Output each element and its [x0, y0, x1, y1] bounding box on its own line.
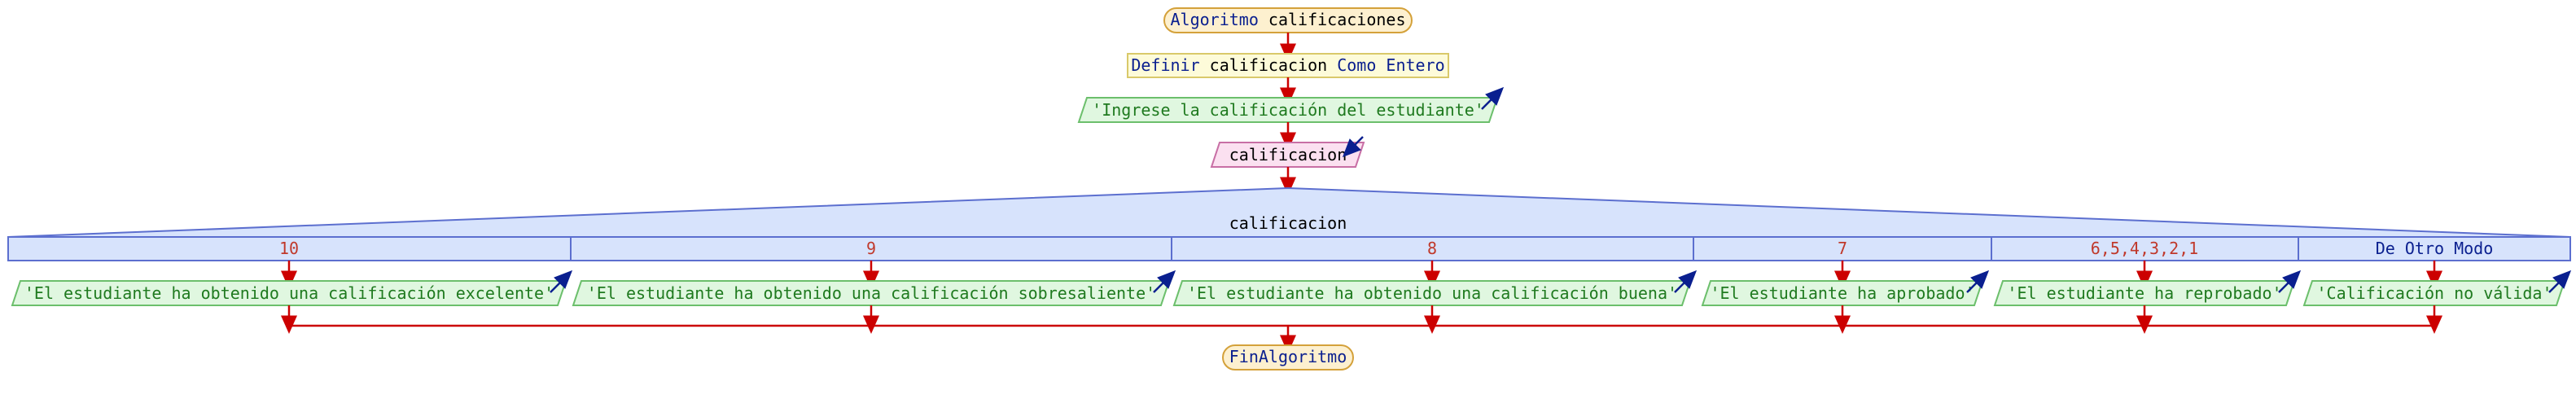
output-arrow-icon: [1481, 86, 1505, 110]
case-label-8: 8: [1427, 239, 1437, 258]
define-variable: calificacion: [1210, 55, 1328, 75]
output-arrow-icon: [1674, 270, 1698, 293]
algorithm-name: calificaciones: [1268, 10, 1406, 29]
output-arrow-icon: [550, 270, 573, 293]
end-terminal: FinAlgoritmo: [1222, 344, 1354, 370]
case-output-6-to-1: 'El estudiante ha reprobado': [1993, 270, 2302, 306]
case-output-9: 'El estudiante ha obtenido una calificac…: [572, 270, 1176, 306]
case-output-default: 'Calificación no válida': [2302, 270, 2572, 306]
output-prompt-text: 'Ingrese la calificación del estudiante': [1092, 100, 1484, 120]
define-type: Como Entero: [1337, 55, 1444, 75]
define-box: Definir calificacion Como Entero: [1127, 53, 1449, 78]
svg-text:'El estudiante ha reprobado': 'El estudiante ha reprobado': [2007, 283, 2281, 303]
output-arrow-icon: [2548, 270, 2572, 293]
svg-text:'Calificación no válida': 'Calificación no válida': [2317, 283, 2552, 303]
output-arrow-icon: [1153, 270, 1176, 293]
svg-text:Definir calificacion: Definir calificacion Como Entero: [1131, 55, 1444, 75]
case-output-10: 'El estudiante ha obtenido una calificac…: [11, 270, 573, 306]
switch-expression: calificacion: [1229, 213, 1347, 233]
case-label-9: 9: [866, 239, 876, 258]
output-prompt: 'Ingrese la calificación del estudiante': [1077, 86, 1505, 123]
merge-connectors: [281, 305, 2442, 353]
input-box: calificacion: [1210, 136, 1365, 168]
output-arrow-icon: [1966, 270, 1990, 293]
output-arrow-icon: [2278, 270, 2302, 293]
input-arrow-icon: [1342, 136, 1364, 158]
case-label-6-to-1: 6,5,4,3,2,1: [2091, 239, 2198, 258]
input-variable: calificacion: [1229, 145, 1347, 164]
switch-block: calificacion 10 9 8 7 6,5,4,3,2,1 De Otr…: [7, 186, 2571, 261]
svg-text:'El estudiante ha obtenido una: 'El estudiante ha obtenido una calificac…: [24, 283, 554, 303]
svg-text:'El estudiante ha aprobado': 'El estudiante ha aprobado': [1710, 283, 1974, 303]
define-keyword: Definir: [1131, 55, 1199, 75]
start-keyword: Algoritmo: [1171, 10, 1259, 29]
svg-text:Algoritmo calificaciones: Algoritmo calificaciones: [1171, 10, 1406, 29]
case-label-10: 10: [279, 239, 299, 258]
case-output-7: 'El estudiante ha aprobado': [1701, 270, 1990, 306]
case-label-7: 7: [1838, 239, 1847, 258]
case-output-8: 'El estudiante ha obtenido una calificac…: [1172, 270, 1698, 306]
svg-text:'El estudiante ha obtenido una: 'El estudiante ha obtenido una calificac…: [1187, 283, 1677, 303]
start-terminal: Algoritmo calificaciones: [1163, 7, 1413, 33]
svg-text:'El estudiante ha obtenido una: 'El estudiante ha obtenido una calificac…: [587, 283, 1155, 303]
case-label-default: De Otro Modo: [2376, 239, 2494, 258]
end-label: FinAlgoritmo: [1229, 347, 1347, 366]
